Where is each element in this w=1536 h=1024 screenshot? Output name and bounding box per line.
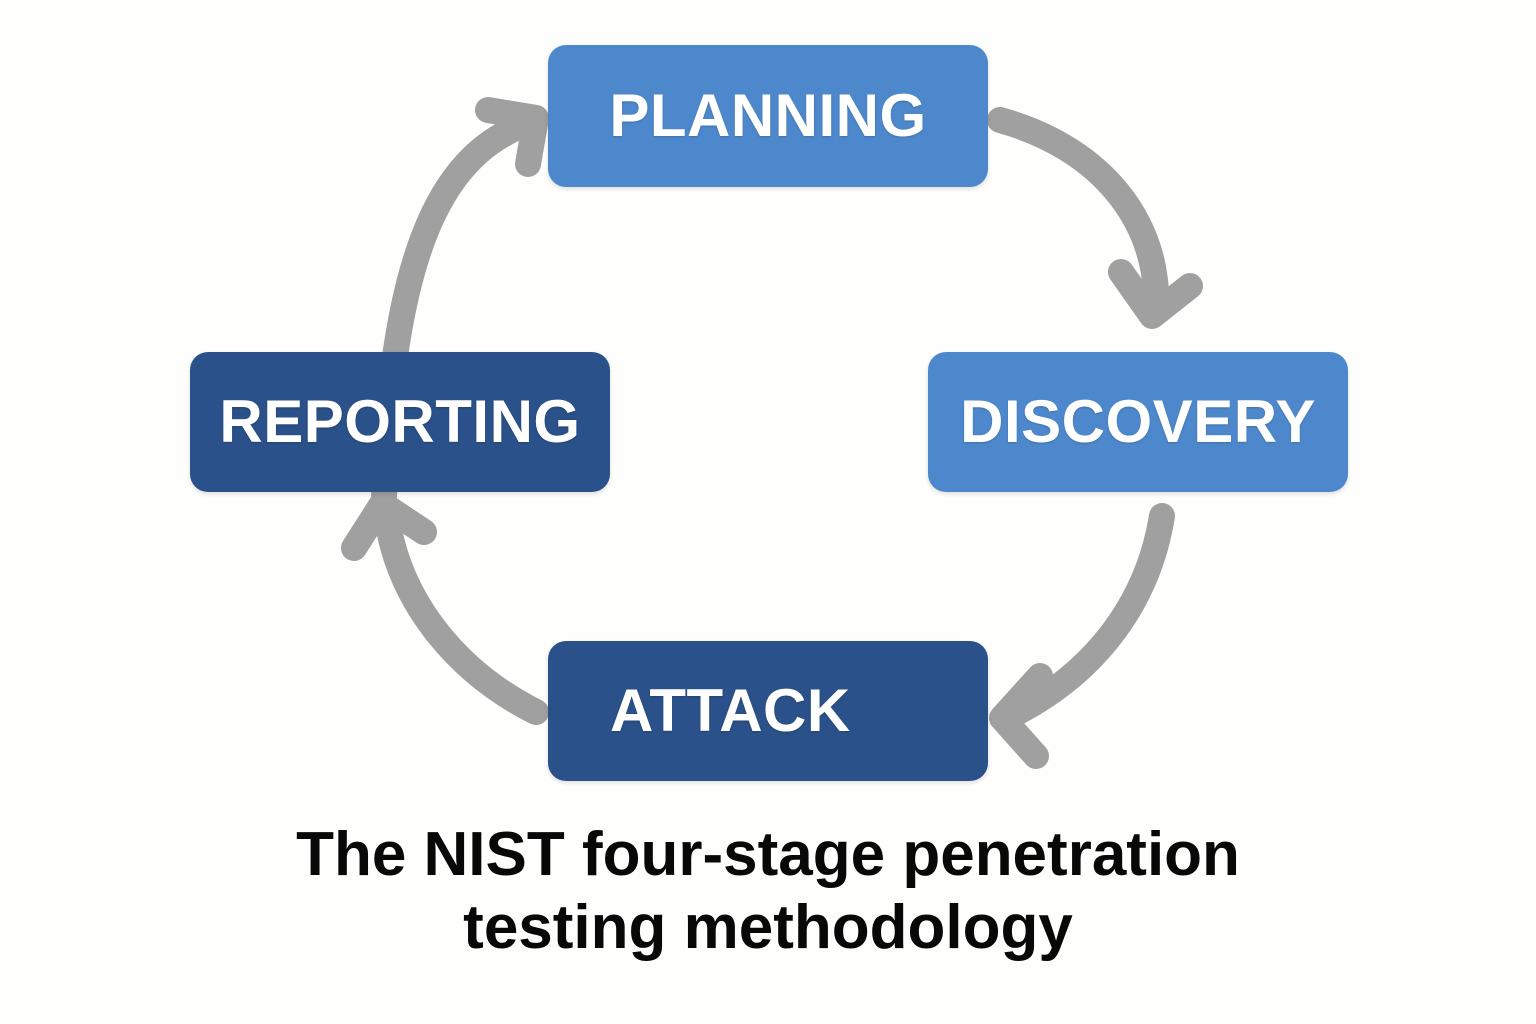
stage-box-attack[interactable]: ATTACK [548, 641, 988, 781]
stage-box-discovery[interactable]: DISCOVERY [928, 352, 1348, 492]
stage-label-attack: ATTACK [610, 677, 851, 744]
arrow-planning-to-discovery [987, 107, 1203, 329]
arrow-attack-to-reporting [341, 491, 549, 725]
stage-box-reporting[interactable]: REPORTING [190, 352, 610, 492]
caption-line-1: The NIST four-stage penetration [296, 820, 1240, 889]
stage-label-planning: PLANNING [609, 82, 927, 149]
stage-label-discovery: DISCOVERY [960, 388, 1316, 455]
stage-box-planning[interactable]: PLANNING [548, 45, 988, 187]
stage-label-reporting: REPORTING [219, 388, 581, 455]
arrow-discovery-to-attack [989, 503, 1175, 769]
caption-line-2: testing methodology [463, 893, 1073, 963]
diagram-caption: The NIST four-stage penetration testing … [0, 818, 1536, 964]
